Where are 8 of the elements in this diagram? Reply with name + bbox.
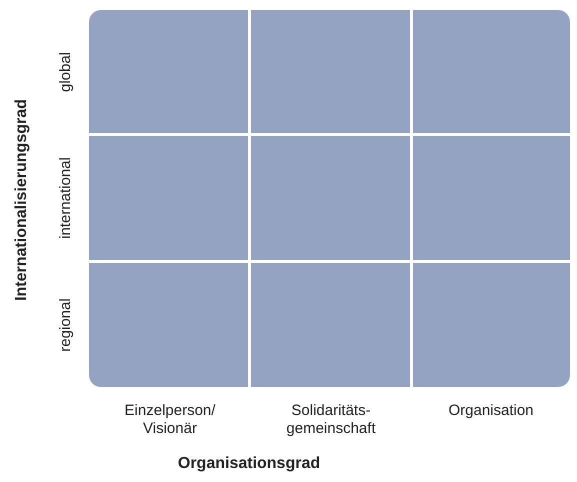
axis-label: international <box>57 157 75 239</box>
axis-title: Internationalisierungsgrad <box>13 99 31 301</box>
axis-label: Einzelperson/ Visionär <box>124 402 216 438</box>
axis-label: regional <box>57 298 75 352</box>
axis-label: Organisation <box>447 402 535 420</box>
axis-title: Organisationsgrad <box>176 455 322 473</box>
axis-label: global <box>57 52 75 92</box>
axis-label: Solidaritäts- gemeinschaft <box>285 402 377 438</box>
